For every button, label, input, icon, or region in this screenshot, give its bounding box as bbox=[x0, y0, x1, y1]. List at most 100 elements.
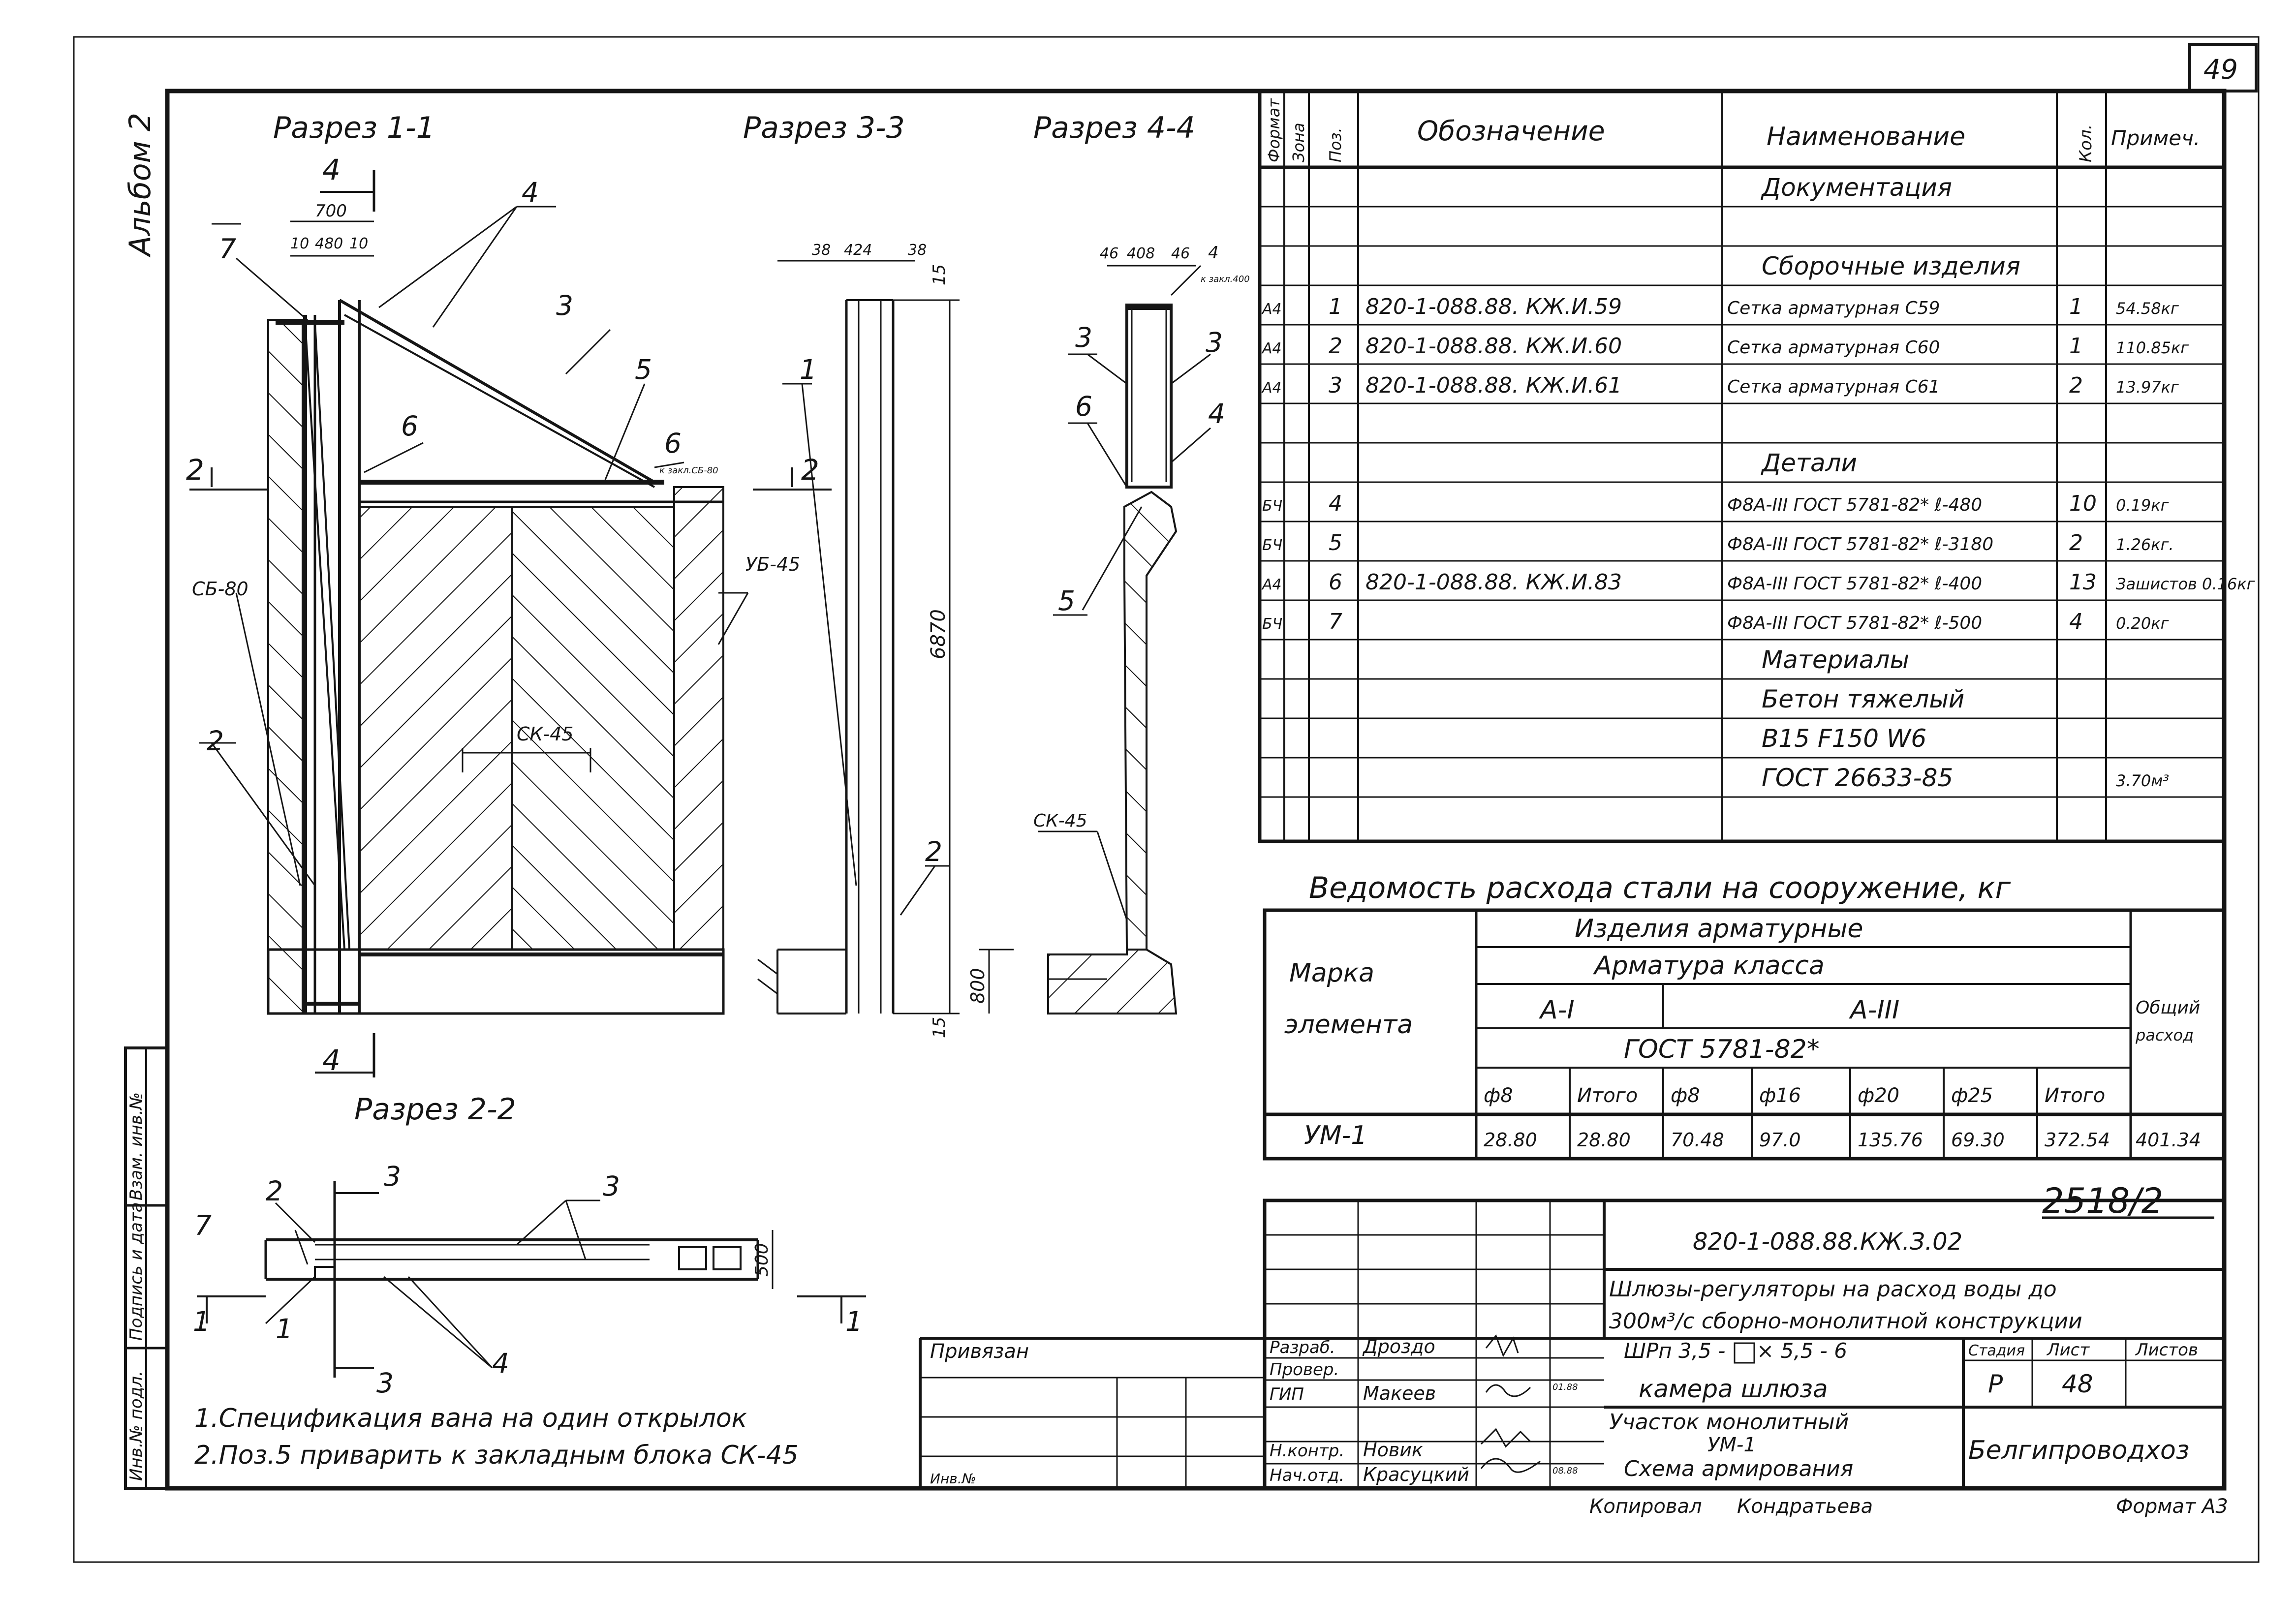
callout-6: 6 bbox=[401, 410, 418, 442]
steel-cell-value: 28.80 bbox=[1484, 1129, 1537, 1151]
steel-col-header: Итого bbox=[2045, 1084, 2105, 1107]
callout-2-s33: 2 bbox=[925, 836, 942, 867]
stamp-sheet-name-1: Участок монолитный bbox=[1609, 1410, 1849, 1435]
dim-15-bottom: 15 bbox=[930, 1017, 949, 1038]
stamp-role: Провер. bbox=[1270, 1360, 1339, 1380]
spec-cell-pos: 5 bbox=[1329, 530, 1342, 555]
spec-cell-designation: 820-1-088.88. КЖ.И.59 bbox=[1365, 294, 1622, 319]
spec-cell-name: ГОСТ 26633-85 bbox=[1762, 764, 1953, 792]
spec-cell-qty: 4 bbox=[2069, 609, 2083, 634]
steel-total-label-1: Общий bbox=[2136, 998, 2200, 1018]
dim-408: 408 bbox=[1127, 245, 1155, 262]
section-1-1-drawing bbox=[189, 170, 832, 1077]
dim-6870: 6870 bbox=[927, 609, 950, 659]
section-1-1-title: Разрез 1-1 bbox=[273, 111, 435, 145]
callout-4: 4 bbox=[522, 177, 539, 208]
stamp-stage-label: Стадия bbox=[1968, 1342, 2025, 1359]
cut-mark-2-left: 2 bbox=[186, 453, 204, 487]
spec-cell-pos: 6 bbox=[1329, 570, 1342, 595]
stamp-sheet: 48 bbox=[2062, 1370, 2093, 1398]
note-1: 1.Спецификация вана на один открылок bbox=[194, 1404, 747, 1433]
spec-cell-name: В15 F150 W6 bbox=[1762, 724, 1926, 753]
steel-row-total: 401.34 bbox=[2136, 1129, 2201, 1151]
spec-cell-pos: 3 bbox=[1329, 373, 1342, 398]
stamp-linked: Привязан bbox=[930, 1340, 1029, 1363]
spec-cell-format: А4 bbox=[1261, 379, 1282, 397]
callout-6b: 6 bbox=[664, 428, 682, 459]
album-label: Альбом 2 bbox=[123, 113, 157, 258]
spec-cell-name: Детали bbox=[1761, 449, 1857, 477]
spec-header-qty: Кол. bbox=[2076, 124, 2096, 162]
steel-gost: ГОСТ 5781-82* bbox=[1624, 1035, 1820, 1064]
callout-cb80: СБ-80 bbox=[192, 578, 248, 600]
stamp-title-2: 300м³/с сборно-монолитной конструкции bbox=[1609, 1309, 2082, 1334]
signature-drozd bbox=[1485, 1334, 1519, 1357]
spec-cell-note: 110.85кг bbox=[2116, 338, 2189, 357]
steel-cell-value: 372.54 bbox=[2045, 1129, 2110, 1151]
stamp-sheet-name-2: УМ-1 bbox=[1707, 1434, 1756, 1456]
spec-cell-pos: 2 bbox=[1329, 334, 1342, 359]
callout-3-s44-right: 3 bbox=[1206, 327, 1223, 358]
stamp-person: Красуцкий bbox=[1363, 1464, 1469, 1485]
stamp-role: Н.контр. bbox=[1270, 1441, 1344, 1461]
spec-cell-name: Сетка арматурная С60 bbox=[1727, 338, 1940, 358]
stamp-stage: Р bbox=[1988, 1370, 2003, 1398]
cut-mark-4-bottom: 4 bbox=[322, 1044, 341, 1077]
stamp-designation: 820-1-088.88.КЖ.З.02 bbox=[1693, 1228, 1962, 1256]
spec-table-grid bbox=[1258, 89, 2226, 843]
page-number: 49 bbox=[2203, 54, 2238, 85]
section-4-4-drawing bbox=[1038, 265, 1211, 1014]
steel-cells: ф828.80Итого28.80ф870.48ф1697.0ф20135.76… bbox=[1484, 1084, 2110, 1151]
spec-header-format: Формат bbox=[1265, 98, 1283, 162]
spec-cell-qty: 1 bbox=[2069, 334, 2083, 359]
spec-cell-qty: 1 bbox=[2069, 294, 2083, 319]
spec-cell-note: 0.20кг bbox=[2116, 614, 2169, 633]
callout-2: 2 bbox=[207, 725, 224, 757]
steel-col-header: ф16 bbox=[1759, 1084, 1801, 1107]
spec-header-note: Примеч. bbox=[2111, 126, 2200, 150]
spec-cell-name: Ф8А-III ГОСТ 5781-82* ℓ-480 bbox=[1727, 495, 1982, 515]
spec-cell-qty: 10 bbox=[2069, 491, 2097, 516]
side-stamp-inv: Инв.№ подл. bbox=[126, 1371, 146, 1481]
dim-424: 424 bbox=[844, 242, 872, 259]
spec-cell-qty: 2 bbox=[2069, 373, 2083, 398]
stamp-copied: Копировал bbox=[1589, 1495, 1702, 1518]
section-2-2-drawing bbox=[197, 1181, 866, 1378]
spec-cell-name: Ф8А-III ГОСТ 5781-82* ℓ-400 bbox=[1727, 574, 1982, 594]
steel-class-a3: А-III bbox=[1849, 995, 1899, 1025]
callout-3-s22: 3 bbox=[603, 1170, 620, 1202]
callout-4-s22: 4 bbox=[492, 1348, 509, 1379]
steel-mark-label-2: элемента bbox=[1284, 1010, 1413, 1040]
stamp-date-1: 01.88 bbox=[1552, 1382, 1578, 1392]
dim-800: 800 bbox=[967, 968, 989, 1004]
spec-cell-pos: 4 bbox=[1329, 491, 1342, 516]
spec-cell-pos: 1 bbox=[1329, 294, 1342, 319]
dim-15-top: 15 bbox=[930, 264, 949, 285]
spec-cell-name: Ф8А-III ГОСТ 5781-82* ℓ-500 bbox=[1727, 613, 1982, 633]
spec-cell-format: А4 bbox=[1261, 301, 1282, 318]
steel-cell-value: 70.48 bbox=[1671, 1129, 1724, 1151]
stamp-person: Новик bbox=[1363, 1439, 1423, 1461]
stamp-role: Разраб. bbox=[1270, 1338, 1335, 1357]
steel-rebar-class: Арматура класса bbox=[1593, 951, 1825, 981]
stamp-date-2: 08.88 bbox=[1552, 1466, 1578, 1476]
callout-3-s44-left: 3 bbox=[1075, 322, 1092, 353]
callout-1-s22: 1 bbox=[276, 1313, 293, 1345]
spec-cell-note: 13.97кг bbox=[2116, 378, 2179, 397]
stamp-sheets-label: Листов bbox=[2135, 1340, 2198, 1360]
callout-5: 5 bbox=[635, 354, 652, 385]
callout-4-s44b: 4 bbox=[1208, 398, 1225, 430]
side-stamp: Инв.№ подл. Подпись и дата Взам. инв.№ bbox=[124, 1046, 169, 1490]
callout-3: 3 bbox=[556, 290, 573, 321]
stamp-role: Нач.отд. bbox=[1270, 1466, 1344, 1485]
section-3-3-title: Разрез 3-3 bbox=[743, 111, 905, 145]
stamp-copier: Кондратьева bbox=[1737, 1495, 1873, 1518]
spec-cell-name: Сборочные изделия bbox=[1762, 252, 2020, 280]
outer-border bbox=[73, 36, 2260, 1563]
title-block-grid bbox=[919, 1198, 2226, 1490]
stamp-chamber: камера шлюза bbox=[1639, 1375, 1828, 1403]
side-stamp-sign: Подпись и дата bbox=[126, 1202, 146, 1341]
spec-cell-pos: 7 bbox=[1329, 609, 1342, 634]
